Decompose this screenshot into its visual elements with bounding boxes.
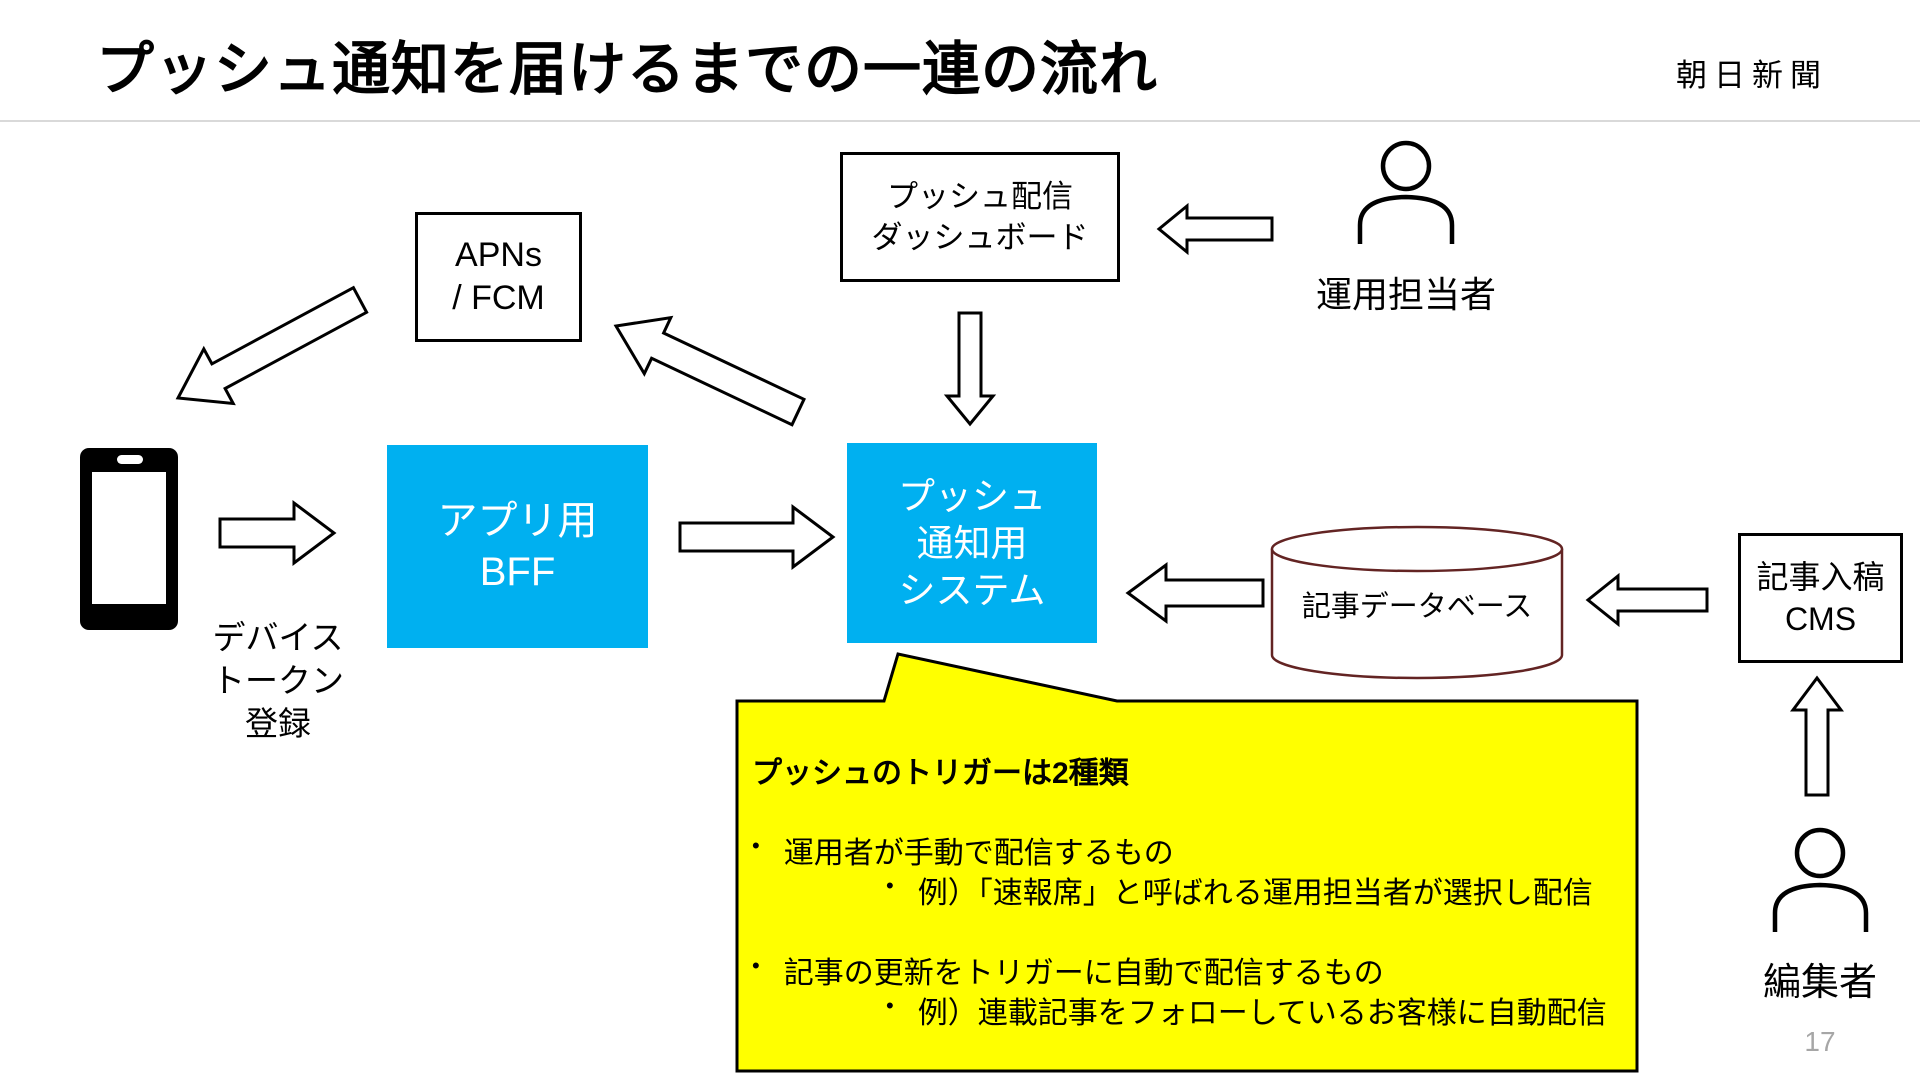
arrow-phone-to-bff: [218, 500, 337, 566]
node-apns-fcm: APNs / FCM: [415, 212, 582, 342]
node-push-system: プッシュ 通知用 システム: [847, 443, 1097, 643]
node-apns-line2: / FCM: [452, 279, 545, 317]
smartphone-speaker: [117, 455, 143, 464]
header-divider: [0, 120, 1920, 122]
node-bff-line1: アプリ用: [437, 498, 598, 543]
node-cms-line1: 記事入稿: [1756, 559, 1885, 595]
person-icon-operator: [1357, 140, 1455, 244]
callout-bullet-2-text: 例）「速報席」と呼ばれる運用担当者が選択し配信: [917, 877, 1593, 910]
device-token-line2: トークン: [212, 662, 344, 699]
callout-bullet-1-text: 運用者が手動で配信するもの: [783, 837, 1174, 870]
person-icon-editor: [1772, 827, 1869, 932]
callout-bullet-2: • 例）「速報席」と呼ばれる運用担当者が選択し配信: [886, 868, 1593, 912]
device-token-line3: 登録: [245, 705, 311, 742]
node-apns-line1: APNs: [455, 236, 542, 274]
callout-bullet-1: • 運用者が手動で配信するもの: [752, 828, 1174, 872]
node-app-bff: アプリ用 BFF: [387, 445, 648, 648]
device-token-line1: デバイス: [212, 619, 344, 656]
asahi-shimbun-logo: 朝日新聞: [1676, 58, 1828, 93]
arrow-dashboard-to-push: [943, 311, 997, 427]
callout-bullet-3: • 記事の更新をトリガーに自動で配信するもの: [752, 948, 1384, 992]
arrow-push-to-apns: [613, 315, 806, 427]
bullet-dot-icon: •: [752, 833, 760, 858]
callout-bubble: [735, 652, 1639, 1073]
arrow-operator-to-dashboard: [1156, 202, 1274, 256]
operator-label: 運用担当者: [1315, 274, 1496, 315]
arrow-cms-to-db: [1585, 572, 1709, 628]
bullet-dot-icon: •: [886, 993, 894, 1018]
smartphone-screen: [92, 472, 166, 604]
arrow-apns-to-phone: [175, 285, 369, 406]
node-cms-line2: CMS: [1784, 601, 1857, 637]
page-title: プッシュ通知を届けるまでの一連の流れ: [96, 37, 1159, 102]
bullet-dot-icon: •: [886, 873, 894, 898]
device-token-label: デバイス トークン 登録: [200, 616, 356, 745]
arrow-editor-to-cms: [1790, 675, 1844, 797]
node-dashboard-line1: プッシュ配信: [887, 179, 1073, 214]
node-dashboard-line2: ダッシュボード: [871, 220, 1089, 255]
article-database-label: 記事データベース: [1301, 591, 1533, 623]
node-push-line1: プッシュ: [898, 475, 1046, 517]
callout-bullet-3-text: 記事の更新をトリガーに自動で配信するもの: [783, 957, 1384, 990]
editor-label: 編集者: [1762, 962, 1877, 1004]
smartphone-icon: [80, 448, 178, 630]
callout-title: プッシュのトリガーは2種類: [752, 757, 1129, 790]
node-push-line3: システム: [898, 569, 1046, 611]
page-number: 17: [1804, 1026, 1836, 1057]
callout-bullet-4-text: 例）連載記事をフォローしているお客様に自動配信: [917, 997, 1607, 1030]
callout-bullet-4: • 例）連載記事をフォローしているお客様に自動配信: [886, 988, 1607, 1032]
node-push-dashboard: プッシュ配信 ダッシュボード: [840, 152, 1120, 282]
node-push-line2: 通知用: [916, 522, 1028, 564]
arrow-db-to-push: [1125, 562, 1265, 624]
arrow-bff-to-push: [678, 504, 836, 570]
database-cylinder-icon: [1270, 525, 1564, 680]
node-article-cms: 記事入稿 CMS: [1738, 533, 1903, 663]
node-bff-line2: BFF: [479, 549, 556, 594]
bullet-dot-icon: •: [752, 953, 760, 978]
